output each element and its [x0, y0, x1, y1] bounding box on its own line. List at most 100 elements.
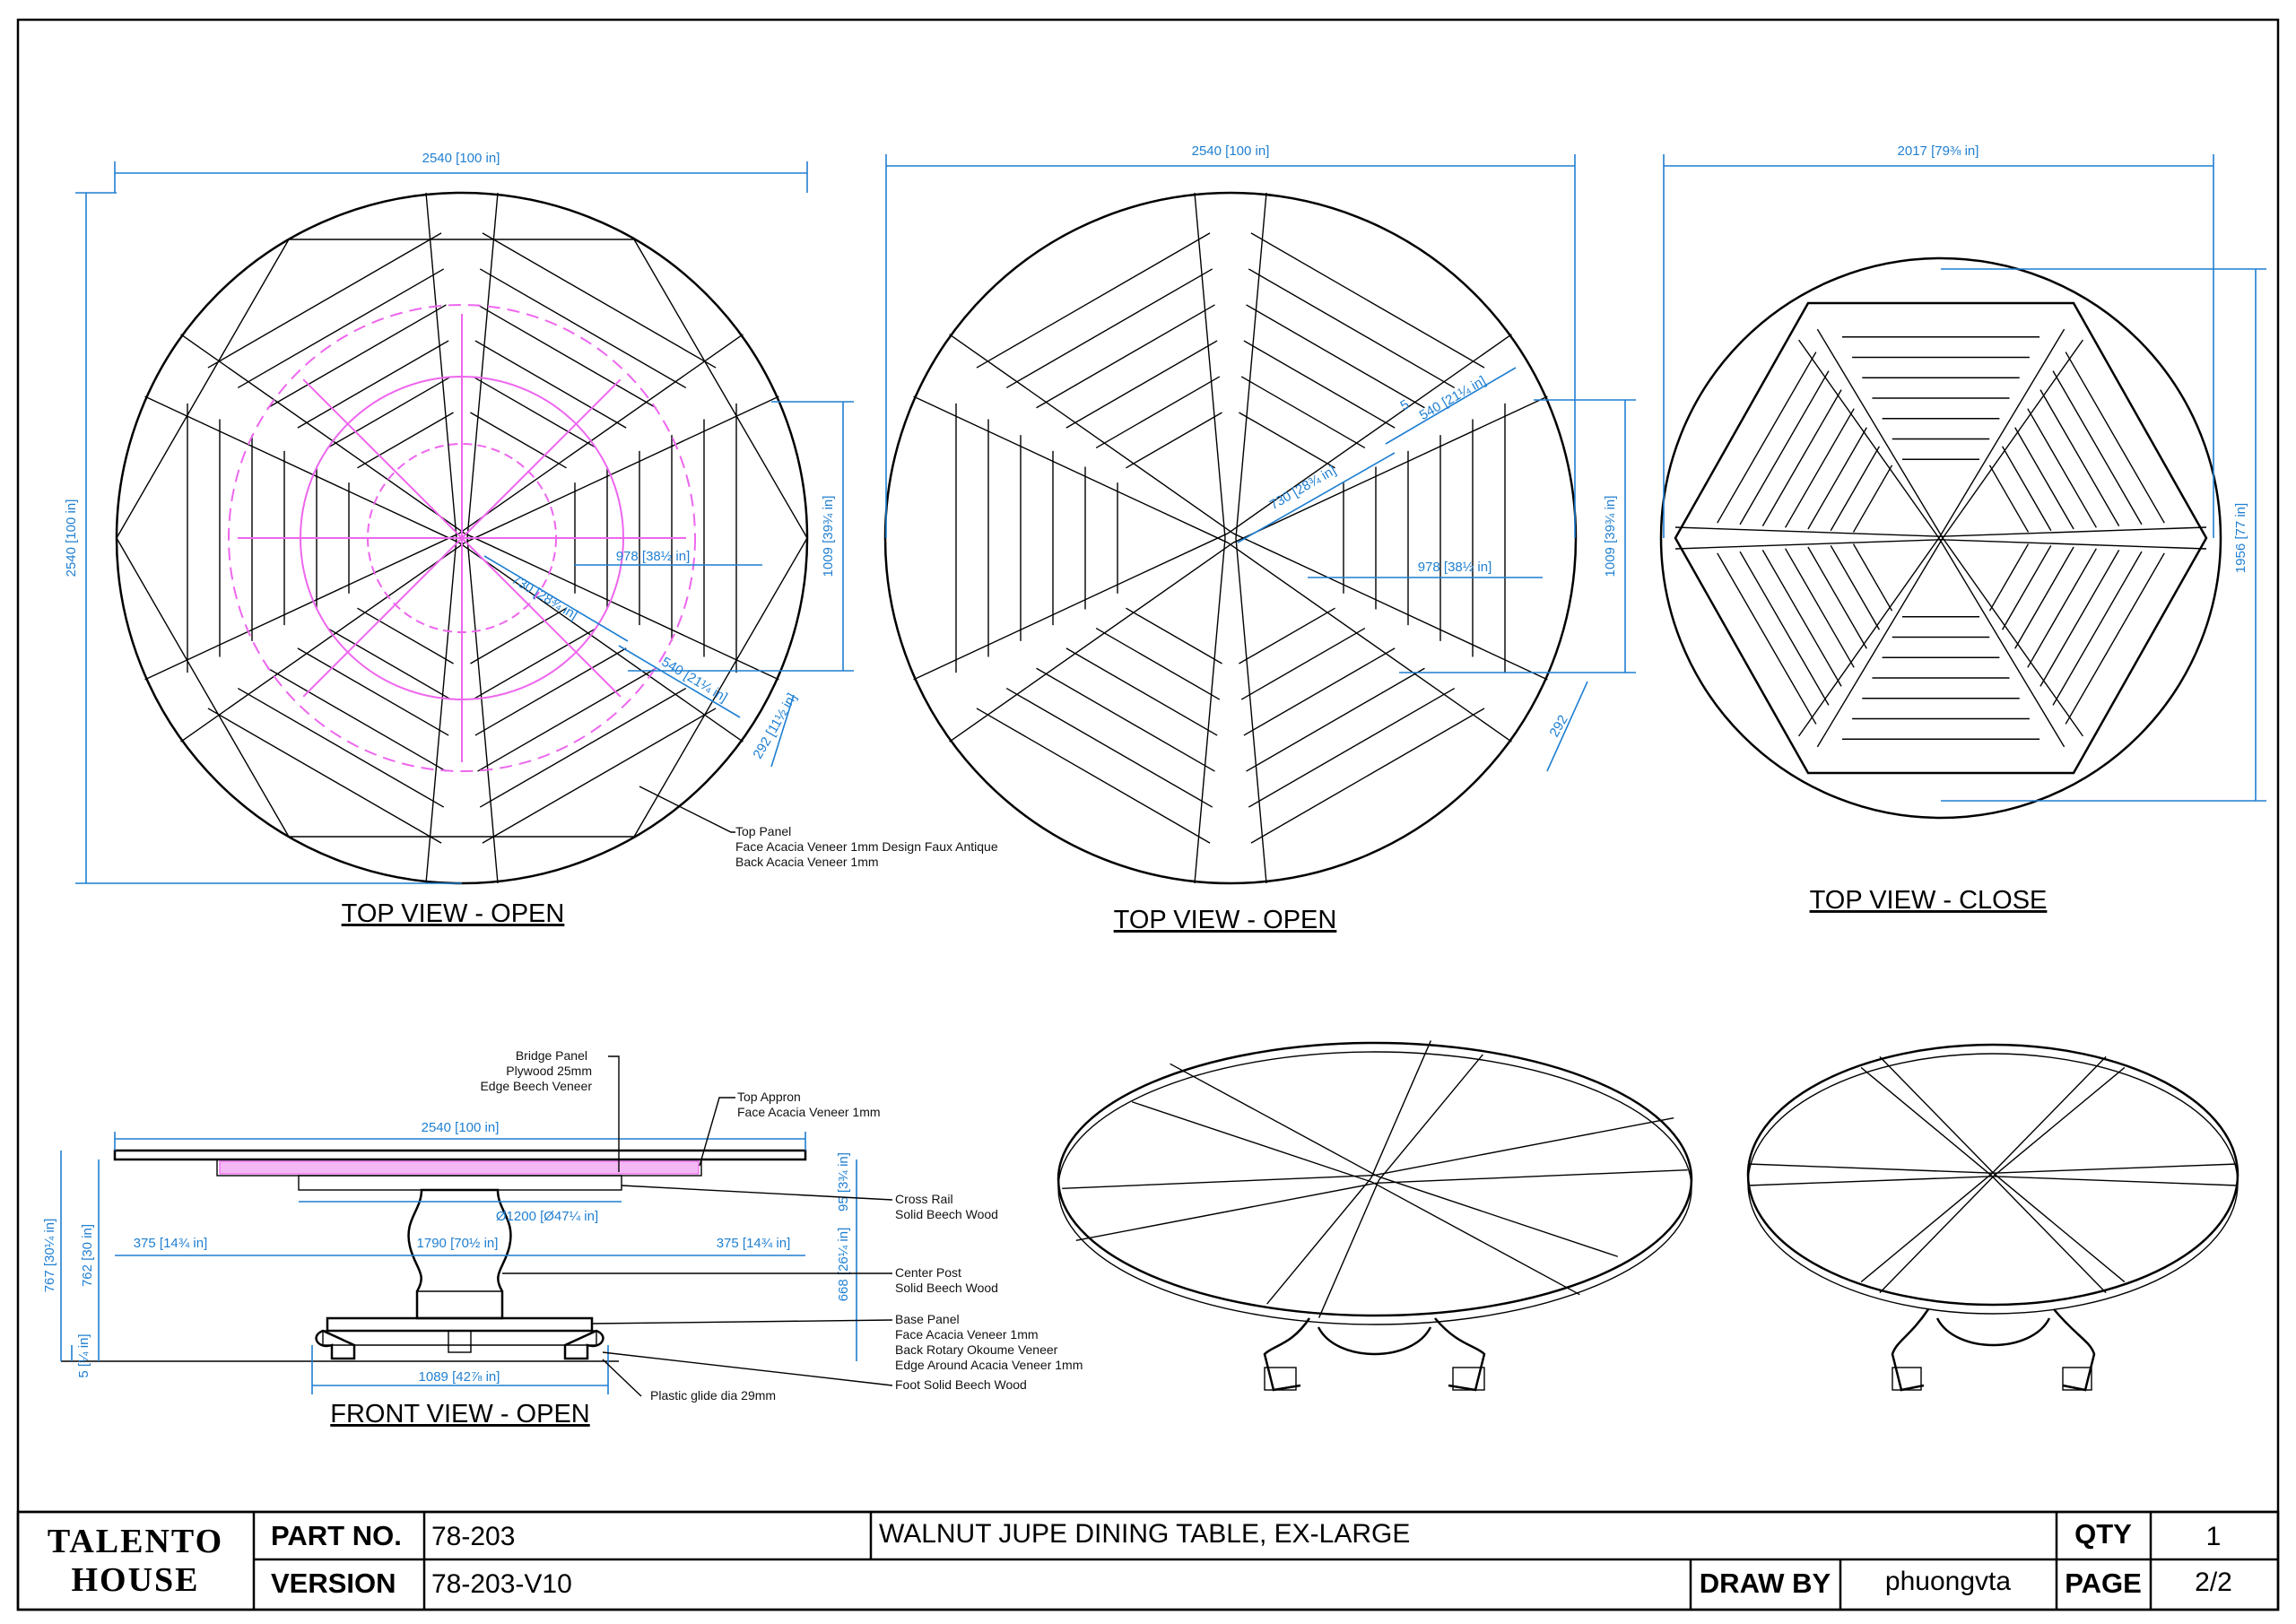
page-value: 2/2	[2195, 1568, 2232, 1597]
plank-line	[2039, 550, 2120, 687]
divider-line	[1994, 1173, 2126, 1283]
leaf-divider-rays	[144, 192, 779, 884]
divider-line	[1940, 526, 2207, 537]
plank-line	[477, 667, 657, 772]
mechanism-rail	[461, 378, 622, 539]
dim-978: 978 [38½ in]	[616, 549, 691, 564]
divider-line	[180, 542, 465, 743]
top-view-open-left: 2540 [100 in] 2540 [100 in] 1009 [39¾ in…	[64, 151, 854, 928]
closed-hexagon	[1674, 301, 2208, 775]
divider-line	[949, 542, 1234, 743]
plank-line	[1243, 647, 1396, 736]
dim-375-left: 375 [14¾ in]	[134, 1236, 208, 1251]
dim-width: 2540 [100 in]	[1192, 143, 1270, 159]
divider-line	[913, 533, 1229, 681]
plank-line	[207, 708, 442, 844]
plank-line	[1807, 427, 1867, 530]
center-foot	[448, 1330, 472, 1353]
dim-height: 2540 [100 in]	[64, 499, 79, 578]
divider-line	[1370, 1040, 1432, 1179]
mechanism-rail	[461, 537, 622, 698]
divider-line	[1941, 536, 2083, 737]
dim-762: 762 [30 in]	[80, 1224, 95, 1287]
divider-line	[1318, 1179, 1379, 1318]
plank-line	[2001, 446, 2052, 532]
plank-line	[470, 412, 567, 469]
dim-730: 730 [28¾ in]	[509, 572, 581, 623]
divider-line	[144, 395, 460, 543]
callout-plastic-glide: Plastic glide dia 29mm	[650, 1388, 776, 1403]
callout-top-panel-back: Back Acacia Veneer 1mm	[735, 855, 879, 869]
divider-line	[1674, 539, 1942, 550]
dim-1009: 1009 [39¾ in]	[821, 496, 836, 578]
plank-line	[1095, 376, 1221, 449]
divider-line	[1376, 1168, 1688, 1185]
divider-line	[1227, 334, 1512, 534]
view-title: TOP VIEW - CLOSE	[1810, 886, 2048, 915]
plank-line	[479, 268, 687, 389]
part-no-value: 78-203	[431, 1522, 515, 1551]
plank-line	[1761, 389, 1842, 526]
plank-line	[2065, 352, 2165, 524]
plank-line	[1761, 550, 1842, 687]
divider-line	[1674, 526, 1942, 537]
plank-line	[2001, 544, 2052, 630]
draw-by-value: phuongvta	[1885, 1567, 2011, 1596]
foot-left	[315, 1329, 356, 1360]
plank-line	[267, 304, 447, 409]
foot-right	[563, 1329, 604, 1360]
plank-line	[1250, 708, 1485, 844]
base-legs	[1263, 1317, 1486, 1392]
divider-line	[1131, 1101, 1373, 1183]
plank-line	[976, 708, 1211, 844]
view-title: TOP VIEW - OPEN	[1114, 906, 1337, 934]
dim-668: 668 [26¼ in]	[836, 1228, 851, 1302]
view-title: TOP VIEW - OPEN	[342, 899, 565, 928]
divider-line	[1940, 539, 2207, 550]
dim-1790: 1790 [70½ in]	[417, 1236, 499, 1251]
divider-line	[1194, 537, 1226, 884]
mechanism-rails	[238, 314, 686, 762]
part-no-label: PART NO.	[271, 1520, 402, 1551]
qty-value: 1	[2206, 1522, 2222, 1551]
divider-line	[1377, 1176, 1619, 1257]
cross-rail	[298, 1175, 622, 1191]
plank-line	[1739, 370, 1830, 525]
plank-line	[1239, 412, 1335, 469]
draw-by-label: DRAW BY	[1700, 1568, 1831, 1599]
callout-cross-rail-material: Solid Beech Wood	[895, 1207, 998, 1221]
callout-bridge-panel-material: Plywood 25mm	[506, 1064, 592, 1078]
plank-line	[326, 627, 452, 700]
plank-line	[1239, 607, 1335, 664]
callout-bridge-panel: Bridge Panel	[516, 1048, 587, 1063]
divider-line	[1235, 537, 1267, 884]
plank-line	[1005, 268, 1213, 389]
plank-line	[2065, 552, 2165, 725]
top-panel-callout: Top Panel Face Acacia Veneer 1mm Design …	[639, 786, 998, 869]
plank-line	[976, 232, 1211, 369]
plank-line	[1036, 667, 1215, 772]
dim-292: 292	[1546, 713, 1570, 740]
front-view-open: 2540 [100 in] 767 [30¼ in] 762 [30 in] 3…	[42, 1120, 857, 1429]
divider-line	[1990, 1175, 2107, 1294]
mechanism-rail	[302, 537, 463, 698]
plank-line	[482, 708, 717, 844]
callout-top-appron-face: Face Acacia Veneer 1mm	[737, 1105, 881, 1119]
divider-line	[1992, 1163, 2239, 1174]
plank-line	[237, 687, 445, 808]
divider-line	[1747, 1163, 1994, 1174]
plank-line	[1717, 352, 1817, 524]
divider-line	[1990, 1055, 2107, 1175]
callout-base-panel-edge: Edge Around Acacia Veneer 1mm	[895, 1358, 1083, 1372]
plank-line	[1717, 552, 1817, 725]
divider-line	[1371, 1181, 1580, 1296]
plank-line	[1807, 546, 1867, 649]
logo-line1: TALENTO	[48, 1523, 223, 1560]
divider-line	[1227, 542, 1512, 743]
callout-center-post: Center Post	[895, 1265, 961, 1280]
plank-line	[1065, 647, 1218, 736]
plank-line	[1248, 268, 1456, 389]
version-label: VERSION	[271, 1568, 396, 1599]
divider-line	[1994, 1066, 2126, 1177]
divider-line	[1860, 1066, 1992, 1177]
